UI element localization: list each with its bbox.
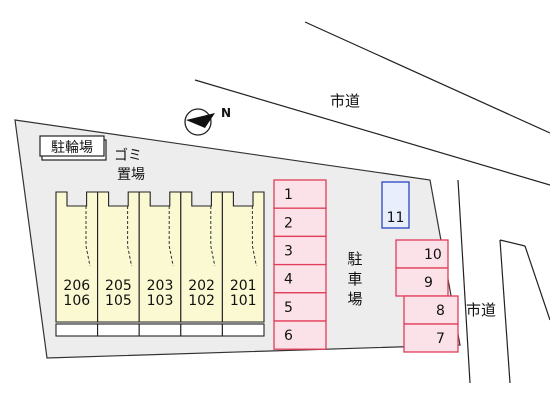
parking-label-char2: 車 [347,270,362,288]
bicycle-parking: 駐輪場 [39,135,107,161]
parking-space-number: 7 [436,331,445,347]
parking-space-number: 10 [424,247,442,263]
parking-label-char3: 場 [347,290,362,308]
parking-space-1: 1 [273,179,327,209]
parking-label-char1: 駐 [347,250,362,268]
unit-balcony [97,323,140,337]
unit-number-lower: 101 [230,293,257,309]
parking-space-10: 10 [395,239,449,269]
parking-spaces: 1 2 3 4 5 6 10 98 7 11 [273,179,459,353]
unit-balcony [138,323,182,337]
unit-number-upper: 202 [188,278,215,294]
unit-balcony [180,323,223,337]
road-edge-right-inner [457,179,471,384]
unit-number-upper: 205 [105,278,132,294]
parking-space-number: 1 [284,187,293,203]
unit-number-lower: 105 [105,293,132,309]
parking-space-number: 9 [424,275,433,291]
north-arrow-icon: N [184,106,231,136]
parking-space-6: 6 [273,320,327,350]
unit-number-lower: 103 [147,293,174,309]
unit-number-upper: 206 [63,278,90,294]
road-edge-right-cap [499,239,526,247]
parking-space-number: 3 [284,244,293,260]
parking-space-number: 4 [284,272,293,288]
road-label-right: 市道 [466,301,496,319]
road-edge-top-inner [194,79,550,186]
road-label-top: 市道 [330,92,360,110]
parking-space-4: 4 [273,263,327,294]
parking-space-11: 11 [381,181,410,229]
road-edge-right-a [499,239,511,384]
road-edge-right-b [524,245,550,321]
north-letter: N [221,106,231,120]
parking-space-9: 9 [395,267,449,297]
parking-space-2: 2 [273,207,327,238]
unit-number-lower: 102 [188,293,215,309]
parking-space-number: 5 [284,300,293,316]
garbage-label-line1: ゴミ [114,147,142,164]
parking-space-3: 3 [273,235,327,266]
parking-space-number: 8 [436,303,445,319]
unit-number-upper: 203 [147,278,174,294]
bicycle-parking-label: 駐輪場 [51,139,93,156]
parking-space-number: 2 [284,215,293,231]
unit-balcony [221,323,265,337]
unit-number-lower: 106 [63,293,90,309]
parking-space-number: 6 [284,328,293,344]
parking-space-5: 5 [273,292,327,322]
road-edge-top-outer [304,21,550,134]
parking-space-number: 11 [387,210,405,226]
parking-space-7: 7 [403,323,459,353]
unit-balcony [55,323,99,337]
parking-space-8: 8 [403,295,459,325]
unit-number-upper: 201 [230,278,257,294]
garbage-label-line2: 置場 [117,167,145,183]
